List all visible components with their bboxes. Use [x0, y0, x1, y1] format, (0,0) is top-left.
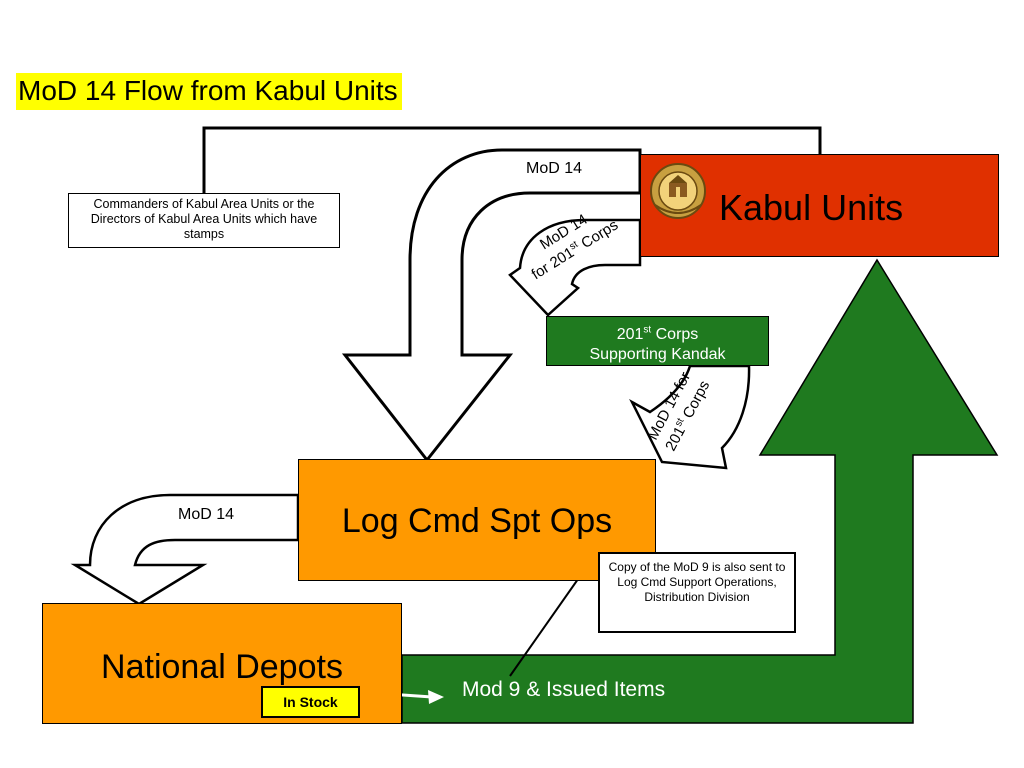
corps-201-box: 201st Corps Supporting Kandak — [546, 316, 769, 366]
kabul-units-box: Kabul Units — [640, 154, 999, 257]
corps-201-line1: 201st Corps — [616, 325, 699, 344]
copy-note-pointer-line — [509, 561, 591, 677]
log-cmd-spt-ops-box: Log Cmd Spt Ops — [298, 459, 656, 581]
page-title: MoD 14 Flow from Kabul Units — [16, 73, 402, 110]
national-depots-box: National Depots — [42, 603, 402, 724]
top-mod14-label: MoD 14 — [526, 160, 583, 177]
in-stock-arrow-head — [428, 690, 444, 704]
mod14-corps-arrow-b — [629, 364, 751, 470]
mod14-corps-arrow-a — [508, 218, 642, 317]
in-stock-label: In Stock — [261, 686, 360, 718]
left-mod14-label: MoD 14 — [178, 506, 235, 523]
corps-201-line2: Supporting Kandak — [589, 346, 726, 364]
afghan-emblem-icon — [650, 163, 706, 219]
mod9-issued-items-label: Mod 9 & Issued Items — [462, 678, 666, 701]
commanders-note: Commanders of Kabul Area Units or the Di… — [68, 193, 340, 248]
commanders-connector-line — [202, 126, 822, 193]
kabul-units-label: Kabul Units — [719, 187, 904, 228]
mod14-depots-arrow — [70, 493, 300, 606]
copy-mod9-note: Copy of the MoD 9 is also sent to Log Cm… — [598, 552, 796, 633]
mod9-return-arrow — [401, 258, 999, 724]
mod14-main-arrow — [341, 148, 642, 463]
